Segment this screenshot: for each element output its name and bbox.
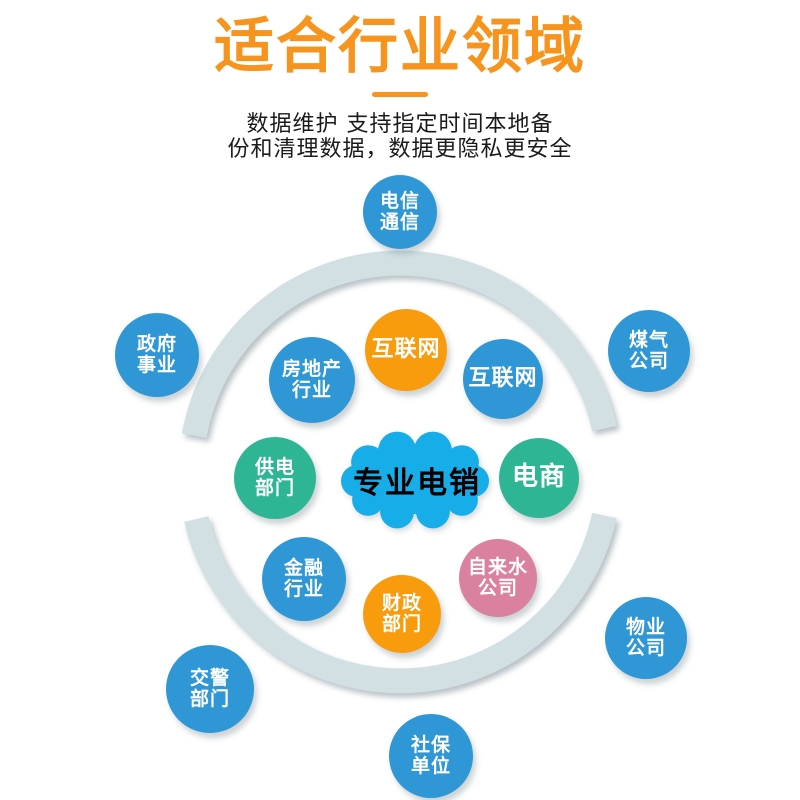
subtitle: 数据维护 支持指定时间本地备 份和清理数据，数据更隐私更安全 [0, 112, 800, 162]
cloud-bumps [341, 431, 489, 529]
bubble-label-line: 电信 [379, 189, 420, 212]
industry-bubble: 物业公司 [605, 597, 687, 679]
bubble-label-line: 金融 [283, 556, 324, 579]
industry-bubble: 社保单位 [389, 714, 473, 798]
bubble-label-line: 社保 [410, 733, 451, 756]
subtitle-line-2: 份和清理数据，数据更隐私更安全 [227, 137, 573, 162]
bubble-label-line: 电商 [511, 462, 566, 493]
industry-bubble: 交警部门 [166, 645, 254, 733]
bubble-label-line: 行业 [291, 379, 332, 401]
bubble-label-line: 互联网 [371, 336, 441, 362]
industry-bubble: 互联网 [463, 339, 543, 419]
bubble-label-line: 自来水 [467, 555, 528, 578]
bubble-label-line: 公司 [625, 637, 666, 659]
bubble-label-line: 单位 [410, 755, 451, 777]
cloud-center-label: 专业电销 [353, 466, 481, 501]
ring-arc-top [181, 250, 617, 438]
bubble-label-line: 行业 [283, 578, 324, 600]
industry-bubble: 自来水公司 [459, 539, 537, 617]
bubble-label-line: 互联网 [468, 365, 538, 391]
title-underline [372, 92, 428, 97]
bubble-label-line: 房地产 [281, 357, 342, 380]
bubble-label-line: 交警 [189, 666, 230, 689]
ring-arc-bottom [184, 512, 617, 694]
industry-bubble: 供电部门 [234, 437, 316, 519]
industry-bubble: 电信通信 [363, 175, 437, 249]
page-title: 适合行业领域 [214, 12, 586, 82]
bubble-label-line: 煤气 [628, 328, 669, 351]
bubble-label-line: 物业 [625, 615, 666, 638]
industry-bubble: 金融行业 [262, 537, 346, 621]
industry-bubble: 煤气公司 [608, 310, 690, 392]
bubble-label-line: 部门 [254, 477, 295, 499]
bubble-label-line: 部门 [381, 613, 422, 635]
bubble-label-line: 政府 [136, 332, 177, 355]
industry-bubble: 房地产行业 [269, 337, 355, 423]
cloud-shape [341, 431, 489, 529]
industry-bubble: 互联网 [365, 309, 447, 391]
bubble-label-line: 公司 [628, 350, 669, 372]
subtitle-line-1: 数据维护 支持指定时间本地备 [246, 112, 554, 137]
bubble-label-line: 部门 [189, 688, 230, 710]
bubble-label-line: 通信 [379, 211, 420, 233]
industry-bubble: 政府事业 [115, 313, 199, 397]
bubble-label-line: 事业 [136, 354, 177, 376]
bubble-label-line: 财政 [381, 591, 422, 614]
industry-bubble: 电商 [499, 438, 579, 518]
industry-bubble: 财政部门 [363, 575, 441, 653]
bubble-label-line: 公司 [477, 577, 518, 599]
bubble-label-line: 供电 [254, 455, 295, 478]
